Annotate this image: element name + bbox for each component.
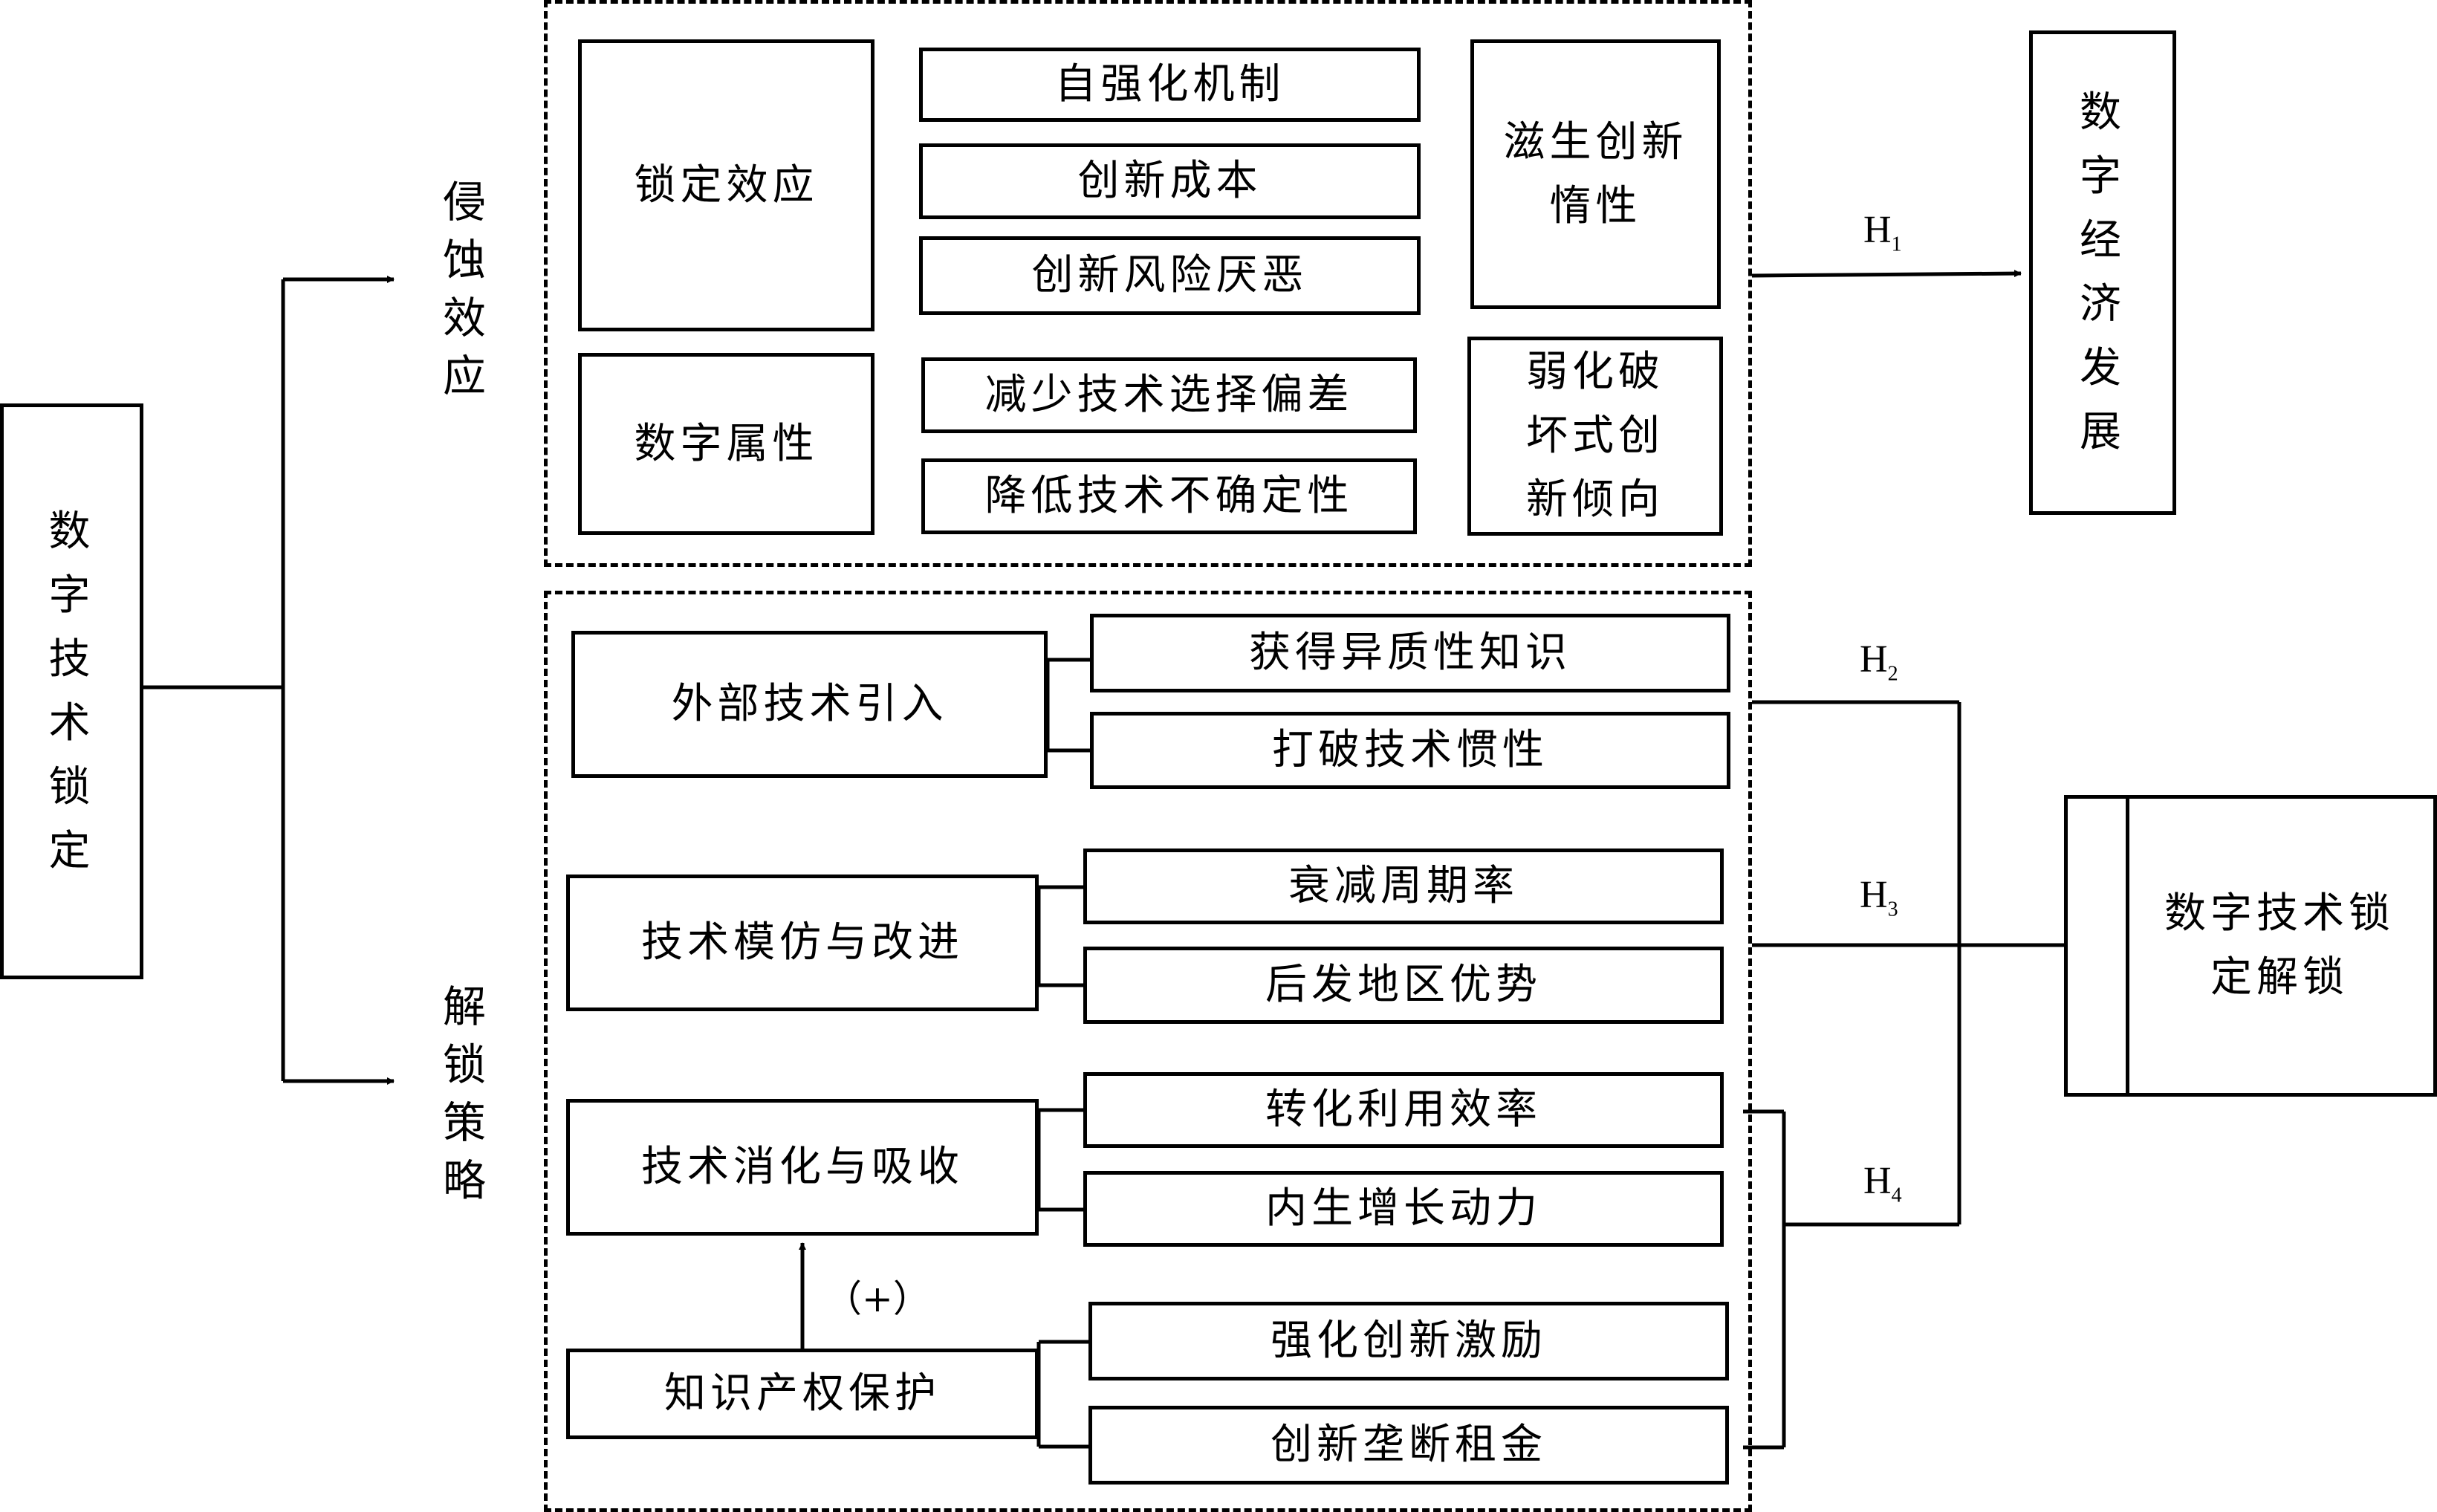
positive-effect-label: （+） xyxy=(825,1277,930,1320)
erosion-frame xyxy=(544,0,1752,567)
strategy-ip-protection: 知识产权保护 xyxy=(566,1349,1039,1439)
lock-item-self-reinforce: 自强化机制 xyxy=(919,48,1421,122)
strategy-imitation: 技术模仿与改进 xyxy=(566,875,1039,1011)
lock-effect-box: 锁定效应 xyxy=(578,39,874,331)
unlock-frame xyxy=(544,591,1752,1512)
inertia-box: 滋生创新惰性 xyxy=(1470,39,1721,309)
unlock-result-box: 数字技术锁定解锁 xyxy=(2064,795,2437,1097)
strategy-item-decay-rate: 衰减周期率 xyxy=(1083,849,1724,924)
strategy-item-innovation-incentive: 强化创新激励 xyxy=(1088,1302,1729,1380)
weaken-disruptive-box: 弱化破坏式创新倾向 xyxy=(1467,337,1723,536)
strategy-external-intro: 外部技术引入 xyxy=(571,631,1048,778)
unlock-result-inner-divider xyxy=(2126,799,2129,1093)
hypothesis-h2: H2 xyxy=(1860,638,1898,686)
lock-item-innovation-cost: 创新成本 xyxy=(919,143,1421,219)
hypothesis-h4: H4 xyxy=(1863,1160,1902,1207)
strategy-item-latecomer-advantage: 后发地区优势 xyxy=(1083,947,1724,1024)
attr-item-uncertainty: 降低技术不确定性 xyxy=(921,458,1417,534)
strategy-item-heterogeneous-knowledge: 获得异质性知识 xyxy=(1090,614,1730,692)
hypothesis-h3: H3 xyxy=(1860,874,1898,921)
digital-attr-box: 数字属性 xyxy=(578,353,874,535)
strategy-item-utilization-efficiency: 转化利用效率 xyxy=(1083,1072,1724,1148)
hypothesis-h1: H1 xyxy=(1863,209,1902,256)
strategy-digestion: 技术消化与吸收 xyxy=(566,1099,1039,1236)
strategy-item-break-inertia: 打破技术惯性 xyxy=(1090,712,1730,789)
strategy-item-endogenous-growth: 内生增长动力 xyxy=(1083,1171,1724,1247)
strategy-item-monopoly-rent: 创新垄断租金 xyxy=(1088,1406,1729,1485)
branch-label-erosion: 侵蚀效应 xyxy=(442,177,486,401)
branch-label-unlock: 解锁策略 xyxy=(442,981,486,1206)
root-digital-tech-lockin: 数字技术锁定 xyxy=(0,403,143,979)
lock-item-risk-aversion: 创新风险厌恶 xyxy=(919,236,1421,315)
digital-economy-box: 数字经济发展 xyxy=(2029,30,2176,515)
attr-item-selection-bias: 减少技术选择偏差 xyxy=(921,357,1417,433)
